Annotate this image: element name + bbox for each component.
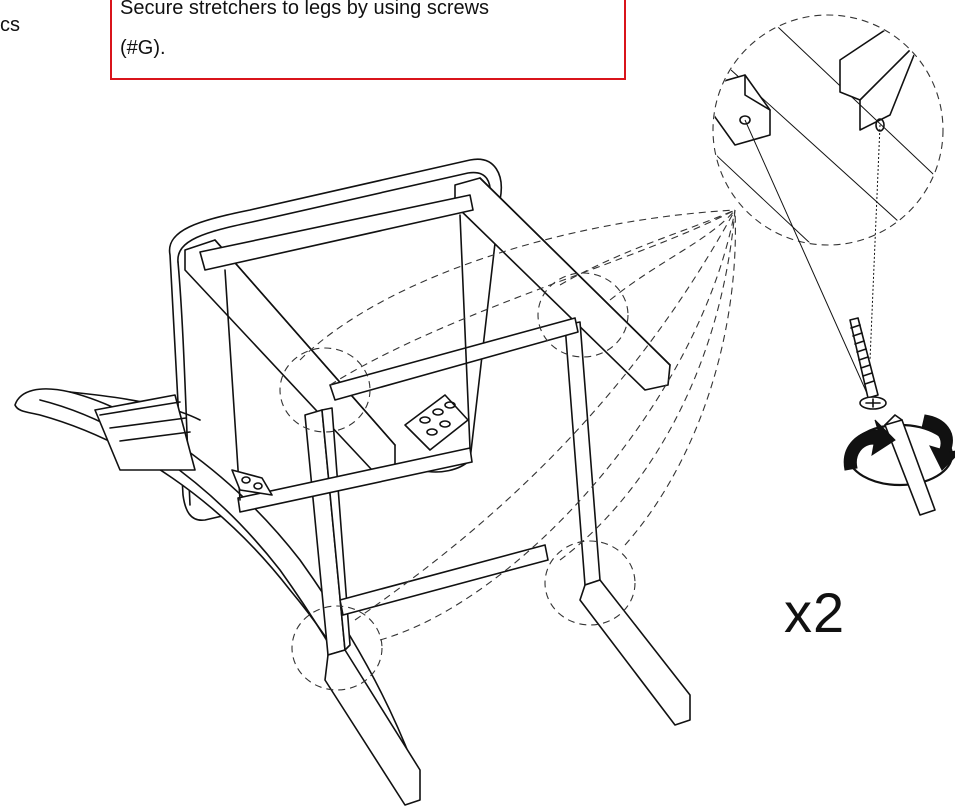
front-leg-left <box>184 239 396 656</box>
stretchers <box>199 194 579 616</box>
cut-off-text: cs <box>0 14 20 36</box>
magnified-detail <box>712 14 944 246</box>
screw-guide-lines <box>744 119 881 401</box>
quantity-label: x2 <box>784 581 846 644</box>
lower-leg-left <box>324 649 421 806</box>
instruction-text: Secure stretchers to legs by using screw… <box>120 0 490 59</box>
leader-lines <box>299 209 736 641</box>
corner-brackets <box>231 394 469 496</box>
instruction-box <box>110 0 626 80</box>
screw-icon <box>849 317 887 410</box>
rotate-clockwise-icon <box>843 414 955 471</box>
